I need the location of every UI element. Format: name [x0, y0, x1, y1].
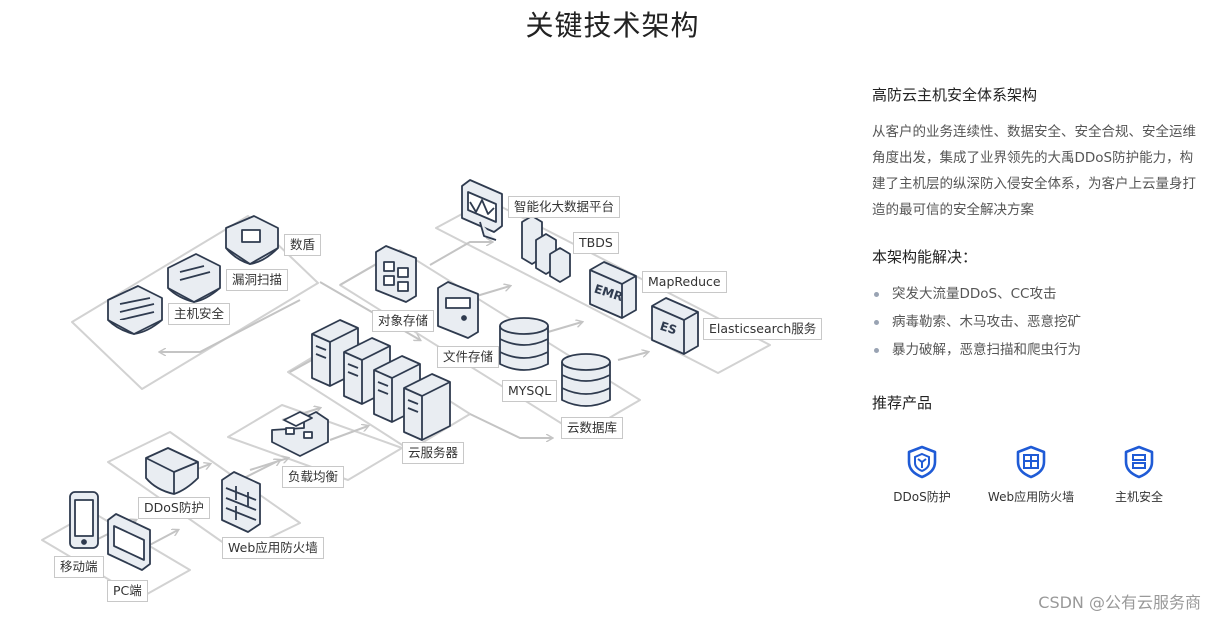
solves-item: 病毒勒索、木马攻击、恶意挖矿 [872, 308, 1081, 336]
label-ddos-protect: DDoS防护 [138, 497, 210, 519]
file-storage-icon [437, 281, 479, 339]
tbds-blocks-icon [521, 215, 571, 283]
es-cube-icon [651, 297, 699, 355]
label-file-storage: 文件存储 [437, 346, 500, 368]
recommend-title: 推荐产品 [872, 394, 933, 412]
flow-bigdata-arrow1 [429, 242, 492, 266]
watermark: CSDN @公有云服务商 [1038, 593, 1201, 612]
product-ddos[interactable]: DDoS防护 [867, 444, 977, 505]
label-object-storage: 对象存储 [372, 310, 435, 332]
product-ddos-label: DDoS防护 [893, 490, 951, 504]
product-waf[interactable]: Web应用防火墙 [976, 444, 1086, 505]
label-waf: Web应用防火墙 [222, 537, 324, 559]
cloud-db-icon [561, 353, 611, 407]
mobile-device-icon [69, 491, 99, 549]
label-mobile: 移动端 [54, 556, 104, 578]
platform-host-security [71, 215, 319, 390]
shield-waf-icon [1016, 445, 1046, 479]
label-tbds: TBDS [573, 232, 619, 254]
shield-host-icon [1124, 445, 1154, 479]
es-icon-text: ES [658, 319, 678, 338]
label-vuln-scan: 漏洞扫描 [226, 269, 289, 291]
label-data-shield: 数盾 [284, 234, 322, 256]
monitor-icon [461, 179, 503, 241]
product-waf-label: Web应用防火墙 [987, 490, 1075, 504]
label-mysql: MYSQL [502, 380, 558, 402]
product-host-label: 主机安全 [1114, 490, 1163, 504]
page-title: 关键技术架构 [525, 9, 700, 42]
server-icon-4 [403, 373, 451, 441]
architecture-description: 从客户的业务连续性、数据安全、安全合规、安全运维角度出发，集成了业界领先的大禹D… [872, 124, 1196, 218]
label-mapreduce: MapReduce [642, 271, 727, 293]
solves-list: 突发大流量DDoS、CC攻击 病毒勒索、木马攻击、恶意挖矿 暴力破解，恶意扫描和… [872, 280, 1081, 364]
platform-ddos-waf [107, 431, 301, 554]
label-elasticsearch: Elasticsearch服务 [703, 318, 823, 340]
shield-ddos-icon [907, 445, 937, 479]
load-balance-icon [271, 411, 329, 457]
solves-title: 本架构能解决： [872, 248, 978, 266]
emr-cube-icon [589, 261, 637, 319]
flow-bigdata-arrow3 [547, 322, 582, 333]
flow-ddos-lb-arrow [239, 460, 280, 481]
label-host-security: 主机安全 [168, 303, 231, 325]
scan-shield-icon [167, 253, 221, 303]
host-shield-icon [107, 285, 163, 335]
flow-host-arrow [160, 299, 301, 352]
label-big-data-platform: 智能化大数据平台 [508, 196, 621, 218]
label-cloud-db: 云数据库 [561, 417, 624, 439]
architecture-diagram: EMR ES [41, 179, 771, 599]
flow-db-arrow [469, 413, 552, 438]
object-storage-icon [375, 245, 417, 303]
architecture-title: 高防云主机安全体系架构 [872, 86, 1038, 104]
label-pc: PC端 [107, 580, 148, 602]
solves-item: 突发大流量DDoS、CC攻击 [872, 280, 1081, 308]
pc-monitor-icon [107, 513, 151, 571]
firewall-icon [221, 471, 261, 533]
label-load-balance: 负载均衡 [282, 466, 345, 488]
ddos-shield-icon [145, 447, 199, 495]
flow-bigdata-arrow4 [617, 352, 648, 361]
flow-lb-arrow2 [329, 426, 368, 441]
shield-box-icon [225, 215, 279, 265]
solves-item: 暴力破解，恶意扫描和爬虫行为 [872, 336, 1081, 364]
label-cloud-server: 云服务器 [402, 442, 465, 464]
mysql-db-icon [499, 317, 549, 371]
product-host[interactable]: 主机安全 [1084, 444, 1194, 505]
